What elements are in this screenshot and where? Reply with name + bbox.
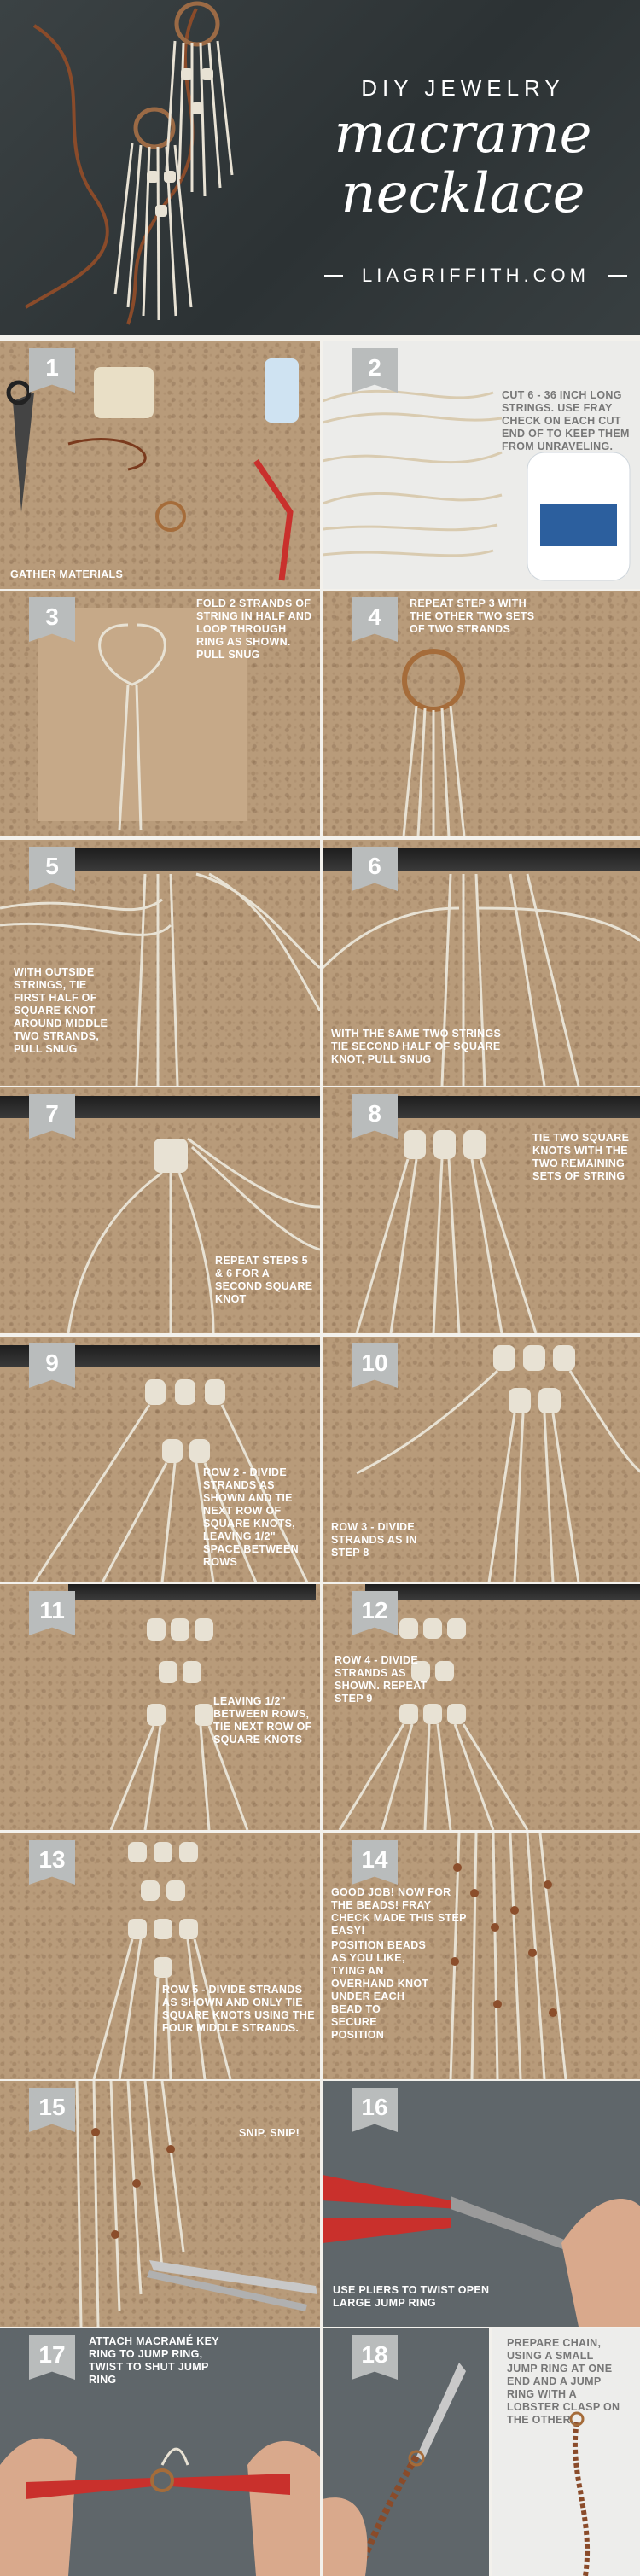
step-13-panel: 13 ROW 5 - DIVIDE STRANDS AS SHOWN AND O…: [0, 1833, 320, 2079]
step-15-panel: 15 SNIP, SNIP!: [0, 2081, 320, 2327]
chain-photo: [569, 2411, 591, 2576]
step-badge: 13: [29, 1840, 75, 1885]
hero-title-line1: macrame: [334, 102, 592, 166]
step-caption: ROW 4 - DIVIDE STRANDS AS SHOWN. REPEAT …: [335, 1654, 428, 1705]
strings-photo: [323, 389, 631, 581]
step-11-panel: 11 LEAVING 1/2" BETWEEN ROWS, TIE NEXT R…: [0, 1584, 320, 1830]
step-badge: 15: [29, 2088, 75, 2132]
step-17-panel: 17 ATTACH MACRAMÉ KEY RING TO JUMP RING,…: [0, 2328, 320, 2576]
step-16-panel: 16 USE PLIERS TO TWIST OPEN LARGE JUMP R…: [323, 2081, 640, 2327]
row-3-knots-photo: [109, 1618, 249, 1830]
hero-subtitle: DIY JEWELRY: [361, 75, 565, 101]
step-caption: USE PLIERS TO TWIST OPEN LARGE JUMP RING: [333, 2284, 490, 2309]
step-3-panel: 3 FOLD 2 STRANDS OF STRING IN HALF AND L…: [0, 591, 320, 836]
step-5-panel: 5 WITH OUTSIDE STRINGS, TIE FIRST HALF O…: [0, 840, 320, 1086]
chain-pliers-photo: [323, 2363, 466, 2576]
clipboard-clip: [68, 1584, 316, 1600]
materials-photo: [6, 358, 299, 581]
square-knot-photo: [0, 872, 320, 1086]
step-6-panel: 6 WITH THE SAME TWO STRINGS TIE SECOND H…: [323, 840, 640, 1086]
ring-strands-photo: [402, 649, 466, 836]
loop-photo: [38, 608, 247, 830]
hero-title-line2: necklace: [340, 162, 585, 225]
second-knot-photo: [67, 1137, 320, 1333]
step-14-panel: 14 GOOD JOB! NOW FOR THE BEADS! FRAY CHE…: [323, 1833, 640, 2079]
step-caption: ROW 3 - DIVIDE STRANDS AS IN STEP 8: [331, 1521, 417, 1559]
brand-url: LIAGRIFFITH.COM: [324, 265, 627, 287]
step-caption: GOOD JOB! NOW FOR THE BEADS! FRAY CHECK …: [331, 1886, 467, 1937]
step-7-panel: 7 REPEAT STEPS 5 & 6 FOR A SECOND SQUARE…: [0, 1087, 320, 1333]
step-8-panel: 8 TIE TWO SQUARE KNOTS WITH THE TWO REMA…: [323, 1087, 640, 1333]
clipboard-clip: [60, 848, 320, 871]
step-badge: 12: [352, 1591, 398, 1635]
step-caption: SNIP, SNIP!: [239, 2127, 300, 2139]
step-18-photo-panel: 18: [323, 2328, 489, 2576]
step-caption: ROW 5 - DIVIDE STRANDS AS SHOWN AND ONLY…: [162, 1984, 315, 2034]
step-caption: WITH OUTSIDE STRINGS, TIE FIRST HALF OF …: [14, 966, 108, 1055]
step-caption: REPEAT STEP 3 WITH THE OTHER TWO SETS OF…: [410, 597, 535, 635]
hero-banner: DIY JEWELRY macrame necklace LIAGRIFFITH…: [0, 0, 640, 335]
clipboard-clip: [365, 1584, 640, 1600]
step-18-text-panel: PREPARE CHAIN, USING A SMALL JUMP RING A…: [492, 2328, 640, 2576]
step-caption: TIE TWO SQUARE KNOTS WITH THE TWO REMAIN…: [532, 1132, 630, 1182]
row-3-photo: [356, 1345, 640, 1582]
hero-title-block: DIY JEWELRY macrame necklace: [294, 75, 631, 221]
clipboard-clip: [391, 1096, 640, 1118]
row-2-photo: [32, 1379, 309, 1582]
step-12-panel: 12 ROW 4 - DIVIDE STRANDS AS SHOWN. REPE…: [323, 1584, 640, 1830]
step-caption: WITH THE SAME TWO STRINGS TIE SECOND HAL…: [331, 1028, 502, 1065]
step-caption: CUT 6 - 36 INCH LONG STRINGS. USE FRAY C…: [502, 389, 630, 452]
step-caption: REPEAT STEPS 5 & 6 FOR A SECOND SQUARE K…: [215, 1255, 313, 1305]
step-2-panel: 2 CUT 6 - 36 INCH LONG STRINGS. USE FRAY…: [323, 341, 640, 589]
step-caption: ATTACH MACRAMÉ KEY RING TO JUMP RING, TW…: [89, 2335, 219, 2386]
step-badge: 4: [352, 597, 398, 642]
three-knots-photo: [355, 1130, 538, 1333]
attach-ring-photo: [0, 2438, 320, 2576]
step-caption: FOLD 2 STRANDS OF STRING IN HALF AND LOO…: [196, 597, 312, 661]
row-4-photo: [338, 1618, 529, 1830]
step-caption: PREPARE CHAIN, USING A SMALL JUMP RING A…: [507, 2337, 620, 2426]
step-1-panel: 1 GATHER MATERIALS: [0, 341, 320, 589]
step-9-panel: 9 ROW 2 - DIVIDE STRANDS AS SHOWN AND TI…: [0, 1337, 320, 1582]
step-caption: ROW 2 - DIVIDE STRANDS AS SHOWN AND TIE …: [203, 1466, 300, 1568]
step-10-panel: 10 ROW 3 - DIVIDE STRANDS AS IN STEP 8: [323, 1337, 640, 1582]
macrame-necklace-photo: [24, 1, 234, 325]
step-4-panel: 4 REPEAT STEP 3 WITH THE OTHER TWO SETS …: [323, 591, 640, 836]
step-caption: GATHER MATERIALS: [10, 568, 124, 580]
step-caption-secondary: POSITION BEADS AS YOU LIKE, TYING AN OVE…: [331, 1939, 429, 2041]
step-caption: LEAVING 1/2" BETWEEN ROWS, TIE NEXT ROW …: [213, 1695, 312, 1746]
square-knot-2-photo: [323, 873, 640, 1086]
trimming-photo: [75, 2081, 317, 2327]
beads-photo: [449, 1833, 567, 2079]
pliers-photo: [323, 2175, 640, 2327]
row-5-photo: [92, 1842, 232, 2079]
